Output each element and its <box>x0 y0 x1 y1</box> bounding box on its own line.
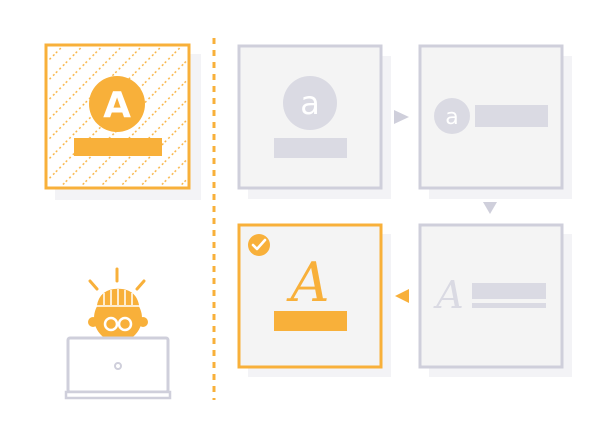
step-4-letter: A <box>286 251 330 314</box>
arrow-down-icon <box>483 202 497 214</box>
step-3-letter: A <box>433 273 463 317</box>
step-4-card: A <box>237 223 391 377</box>
step-2-card: a <box>418 44 572 199</box>
arrow-left-icon <box>395 289 409 303</box>
step-2-name-bar <box>475 105 548 127</box>
checkmark-icon <box>251 238 267 251</box>
featured-logo-card: A <box>44 43 201 200</box>
laptop-base <box>64 390 172 400</box>
step-1-name-bar <box>274 138 347 158</box>
step-4-name-bar <box>274 311 347 331</box>
designer-at-laptop-icon <box>64 267 172 400</box>
step-2-logo-circle <box>434 98 470 134</box>
step-1-card: a <box>237 44 391 199</box>
arrow-right-icon <box>394 110 409 124</box>
logo-name-bar <box>74 138 162 156</box>
laptop-screen <box>66 336 170 394</box>
step-3-name-bar <box>472 283 546 299</box>
logo-letter: A <box>103 85 131 126</box>
logo-circle <box>89 76 145 132</box>
step-3-tagline-bar <box>472 303 546 308</box>
step-2-letter: a <box>445 105 458 130</box>
step-3-card: A <box>418 223 572 377</box>
step-1-logo-circle <box>283 76 337 130</box>
step-1-letter: a <box>300 84 320 122</box>
